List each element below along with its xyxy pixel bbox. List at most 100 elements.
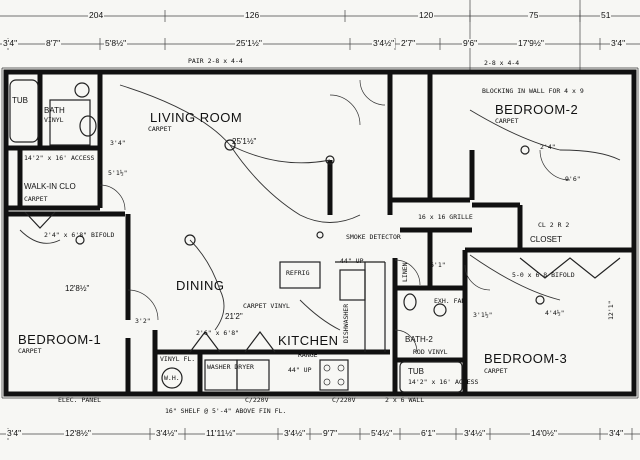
bath-1-floor: VINYL — [44, 116, 64, 124]
living-room-label: LIVING ROOM — [150, 110, 243, 125]
elec-panel-note: ELEC. PANEL — [58, 396, 102, 404]
bottom-dim-10: 14'0½" — [530, 428, 558, 438]
misc-dim-6: 12'1" — [607, 300, 615, 320]
door-note: 2-8 x 4-4 — [484, 59, 520, 67]
bedroom-1-dim: 12'8½" — [65, 284, 90, 293]
bottom-dim-8: 6'1" — [420, 428, 437, 438]
smoke-detector-note: SMOKE DETECTOR — [346, 233, 401, 241]
bottom-dim-2: 12'8½" — [64, 428, 92, 438]
toilet-1 — [79, 115, 97, 137]
refrigerator — [279, 261, 321, 289]
misc-dim-3: 9'6" — [565, 175, 581, 183]
range-label: RANGE — [298, 351, 318, 359]
fixtures — [9, 79, 463, 393]
dining-label: DINING — [176, 278, 225, 293]
door-swings — [24, 79, 621, 353]
door-6x8-note: 2'6" x 6'8" — [196, 329, 240, 337]
bottom-dim-1: 3'4" — [6, 428, 23, 438]
top-dim-1: 204 — [88, 10, 105, 20]
bifold-1-note: 2'4" x 6'8" BIFOLD — [44, 231, 115, 239]
exhaust-fan-note: EXH. FAN — [434, 297, 466, 305]
bedroom-1-label: BEDROOM-1 — [18, 332, 102, 347]
shelf-note: 16" SHELF @ 5'-4" ABOVE FIN FL. — [165, 407, 287, 415]
closet-note: CL 2 R 2 — [538, 221, 570, 229]
up-44-note-1: 44" UP — [340, 257, 364, 265]
living-room-dim: 25'1½" — [232, 137, 257, 146]
tub-2-note: 14'2" x 16' ACCESS — [408, 378, 479, 386]
bedroom-3-floor: CARPET — [484, 367, 508, 375]
bedroom-2-label: BEDROOM-2 — [495, 102, 579, 117]
bottom-dim-6: 9'7" — [322, 428, 339, 438]
bottom-dim-11: 3'4" — [608, 428, 625, 438]
dining-dim: 21'2" — [225, 312, 243, 321]
sink-1 — [74, 82, 90, 98]
access-note: 14'2" x 16' ACCESS — [24, 154, 95, 162]
dishwasher-label: DISHWASHER — [342, 303, 350, 343]
bottom-dim-3: 3'4½" — [155, 428, 179, 438]
top-inner-dim-2: 8'7" — [45, 38, 62, 48]
bottom-dim-4: 11'11½" — [205, 428, 237, 438]
bedroom-2-floor: CARPET — [495, 117, 519, 125]
top-dim-3: 120 — [418, 10, 435, 20]
tub-2 — [399, 361, 463, 393]
blocking-note: BLOCKING IN WALL FOR 4 x 9 — [482, 87, 584, 95]
top-dim-4: 75 — [528, 10, 540, 20]
wall-note: 2 x 6 WALL — [385, 396, 425, 404]
misc-dim-7: 3'1½" — [473, 311, 493, 319]
vinyl-floor-note: VINYL FL. — [160, 355, 196, 363]
tub-2-label: TUB — [408, 367, 424, 376]
water-heater — [161, 367, 183, 389]
toilet-2 — [403, 293, 417, 311]
sink-2 — [433, 303, 447, 317]
bath-2-label: BATH-2 — [405, 335, 433, 344]
bedroom-1-floor: CARPET — [18, 347, 42, 355]
bottom-dim-5: 3'4½" — [283, 428, 307, 438]
closet-label: CLOSET — [530, 235, 563, 244]
misc-dim-1: 3'4" — [110, 139, 126, 147]
rod-note: ROD — [413, 348, 425, 356]
bath-2-floor: VINYL — [428, 348, 448, 356]
misc-dim-9: 4'4½" — [545, 309, 565, 317]
linen-label: LINEN — [401, 262, 409, 282]
dining-floor: CARPET VINYL — [243, 302, 290, 310]
misc-dim-4: 2'4" — [540, 143, 556, 151]
washer-dryer-label: WASHER DRYER — [207, 363, 254, 371]
top-dim-2: 126 — [244, 10, 261, 20]
tub-1-label: TUB — [12, 96, 28, 105]
dishwasher-box — [339, 269, 366, 301]
top-inner-dim-5: 3'4½" — [372, 38, 396, 48]
up-44-note-2: 44" UP — [288, 366, 312, 374]
top-inner-dim-3: 5'8½" — [104, 38, 128, 48]
bottom-dim-7: 5'4½" — [370, 428, 394, 438]
misc-dim-2: 5'1½" — [108, 169, 128, 177]
bifold-2-note: 5-0 x 6-8 BIFOLD — [512, 271, 575, 279]
top-inner-dim-9: 3'4" — [610, 38, 627, 48]
tub-1 — [9, 79, 39, 143]
top-dim-5: 51 — [600, 10, 612, 20]
top-inner-dim-6: 2'7" — [400, 38, 417, 48]
outlet-220v-1: C/220V — [245, 396, 269, 404]
water-heater-label: W.H. — [164, 374, 180, 382]
top-inner-dim-1: 3'4" — [2, 38, 19, 48]
walk-in-closet-label: WALK-IN CLO — [24, 182, 76, 191]
walk-in-closet-floor: CARPET — [24, 195, 48, 203]
refrigerator-label: REFRIG — [286, 269, 310, 277]
top-inner-dim-4: 25'1½" — [235, 38, 263, 48]
exterior-walls — [1, 67, 639, 399]
top-inner-dim-7: 9'6" — [462, 38, 479, 48]
range-box — [319, 359, 349, 391]
living-room-floor: CARPET — [148, 125, 172, 133]
bath-1-label: BATH — [44, 106, 65, 115]
top-inner-dim-8: 17'9½" — [517, 38, 545, 48]
kitchen-label: KITCHEN — [278, 333, 339, 348]
pair-door-note: PAIR 2-8 x 4-4 — [188, 57, 243, 65]
misc-dim-8: 6'1" — [430, 261, 446, 269]
electrical-wiring — [19, 84, 621, 331]
misc-dim-5: 3'2" — [135, 317, 151, 325]
bottom-dim-9: 3'4½" — [463, 428, 487, 438]
grille-note: 16 x 16 GRILLE — [418, 213, 473, 221]
outlet-220v-2: C/220V — [332, 396, 356, 404]
bedroom-3-label: BEDROOM-3 — [484, 351, 568, 366]
